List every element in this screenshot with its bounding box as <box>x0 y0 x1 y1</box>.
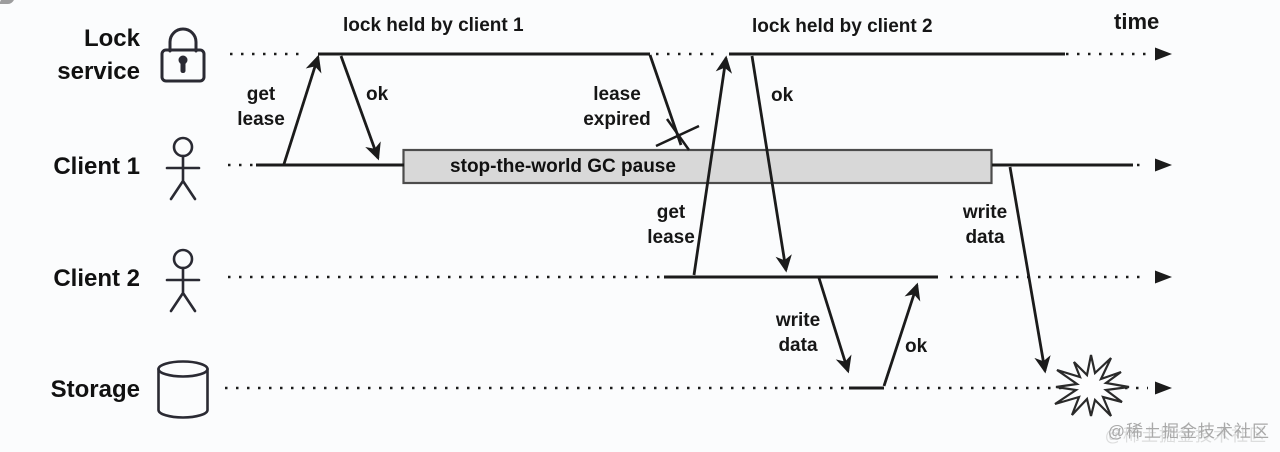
get-lease-client2-label: get lease <box>647 202 695 248</box>
lease-expired-cross <box>655 118 700 151</box>
lane-label-storage: Storage <box>50 376 140 403</box>
write-data-arrow-client2 <box>817 277 852 374</box>
gc-pause-label: stop-the-world GC pause <box>450 156 676 177</box>
ok-storage-label: ok <box>905 336 928 357</box>
get-lease-client1-label: get lease <box>237 84 285 130</box>
padlock-icon <box>160 27 206 83</box>
write-data-arrow-client1 <box>1008 166 1051 374</box>
database-icon <box>157 360 209 419</box>
ok-arrow-storage <box>882 282 921 387</box>
get-lease-arrow-client1 <box>282 54 322 165</box>
site-watermark: @稀土掘金技术社区 <box>1107 422 1270 441</box>
get-lease-arrow-client2 <box>692 55 733 276</box>
time-axis-label: time <box>1114 9 1160 34</box>
ok-arrow-client2 <box>750 55 792 273</box>
time-axis-arrowheads <box>1155 47 1172 395</box>
lock-held-client2-label: lock held by client 2 <box>752 16 933 37</box>
ok-client1-label: ok <box>366 84 389 105</box>
lane-label-client1: Client 1 <box>53 153 140 180</box>
lane-label-client2: Client 2 <box>53 265 140 292</box>
lease-expired-label: lease expired <box>583 84 651 130</box>
person-icon <box>165 248 201 313</box>
ok-client2-label: ok <box>771 85 794 106</box>
write-data-client1-label: write data <box>962 202 1008 248</box>
lane-label-lock-service: Lock service <box>57 25 140 85</box>
ok-arrow-client1 <box>339 55 381 161</box>
explosion-icon <box>1054 354 1130 417</box>
lock-held-client1-label: lock held by client 1 <box>343 15 524 36</box>
person-icon <box>165 136 201 201</box>
write-data-client2-label: write data <box>775 310 821 356</box>
